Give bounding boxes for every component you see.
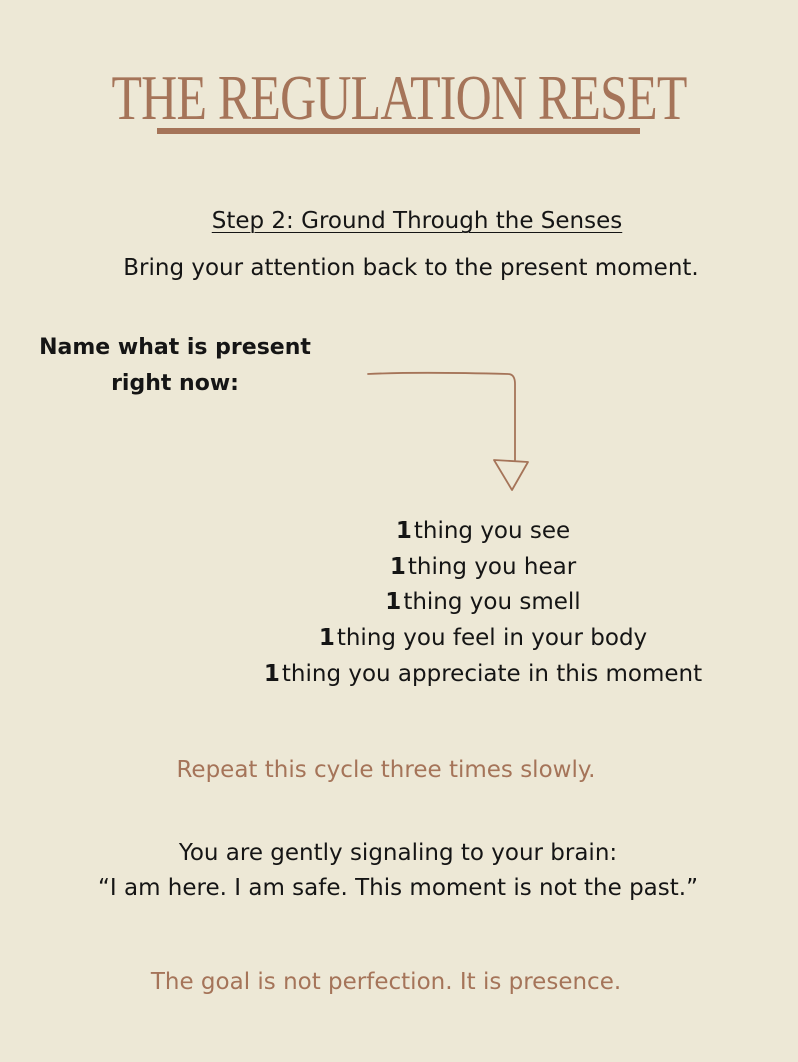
title-underline	[157, 128, 640, 134]
sense-item-hear: 1thing you hear	[200, 550, 766, 586]
prompt-label: Name what is present right now:	[30, 330, 320, 402]
signal-line-2: “I am here. I am safe. This moment is no…	[97, 875, 698, 901]
sense-count: 1	[389, 553, 406, 580]
senses-list: 1thing you see 1thing you hear 1thing yo…	[200, 514, 766, 693]
sense-count: 1	[395, 518, 412, 544]
signal-line-1: You are gently signaling to your brain:	[178, 840, 618, 866]
sense-count: 1	[318, 625, 335, 652]
prompt-line-1: Name what is present	[39, 335, 311, 360]
intro-text: Bring your attention back to the present…	[123, 255, 699, 281]
sense-text: thing you see	[413, 518, 571, 544]
sense-item-see: 1thing you see	[200, 514, 766, 550]
sense-item-appreciate: 1thing you appreciate in this moment	[200, 657, 766, 693]
sense-item-feel: 1thing you feel in your body	[200, 621, 766, 657]
sense-text: thing you feel in your body	[336, 625, 648, 652]
sense-count: 1	[263, 660, 280, 687]
sense-text: thing you smell	[403, 589, 581, 616]
repeat-instruction: Repeat this cycle three times slowly.	[176, 757, 596, 783]
goal-statement: The goal is not perfection. It is presen…	[150, 969, 622, 995]
step-heading: Step 2: Ground Through the Senses	[211, 208, 623, 234]
signal-message: You are gently signaling to your brain: …	[0, 836, 796, 906]
sense-item-smell: 1thing you smell	[200, 585, 766, 621]
prompt-line-2: right now:	[111, 371, 239, 396]
sense-count: 1	[385, 589, 402, 616]
page-title: THE REGULATION RESET	[111, 62, 687, 133]
sense-text: thing you appreciate in this moment	[281, 660, 703, 687]
sense-text: thing you hear	[407, 553, 577, 580]
arrow-down-icon	[367, 371, 529, 491]
